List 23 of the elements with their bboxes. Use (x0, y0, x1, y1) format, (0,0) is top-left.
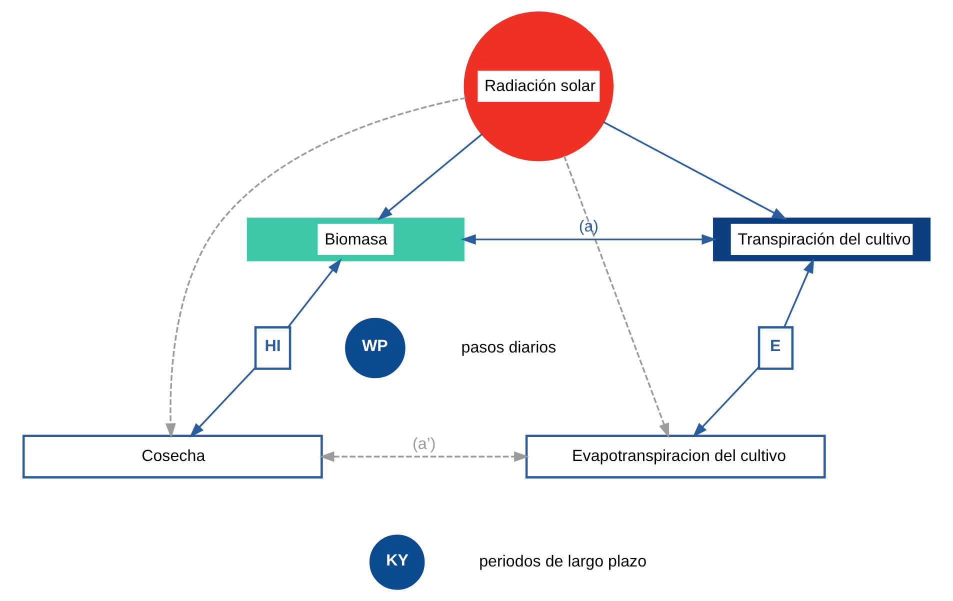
node-circle: WP (345, 318, 406, 378)
arrow (692, 366, 760, 438)
node-box: Biomasa (246, 218, 464, 262)
arrow (602, 121, 788, 220)
node-label: periodos de largo plazo (479, 552, 647, 570)
arrow (165, 97, 466, 438)
node-box: Cosecha (22, 434, 323, 478)
node-label: pasos diarios (461, 338, 556, 356)
node-box: Evapotranspiracion del cultivo (525, 434, 826, 478)
edge-label: (a) (578, 218, 599, 236)
arrow (378, 133, 483, 220)
arrow (460, 234, 717, 245)
arrow (288, 258, 342, 328)
node-box: Transpiración del cultivo (713, 218, 931, 262)
edge-label: (a’) (412, 434, 436, 453)
node-box: HI (254, 326, 292, 370)
node-box: E (758, 326, 794, 370)
arrow (319, 451, 530, 462)
arrow (784, 258, 814, 328)
node-circle: Radiación solar (464, 11, 614, 162)
arrow (563, 156, 670, 438)
node-circle: KY (369, 534, 425, 590)
arrow (189, 367, 256, 438)
